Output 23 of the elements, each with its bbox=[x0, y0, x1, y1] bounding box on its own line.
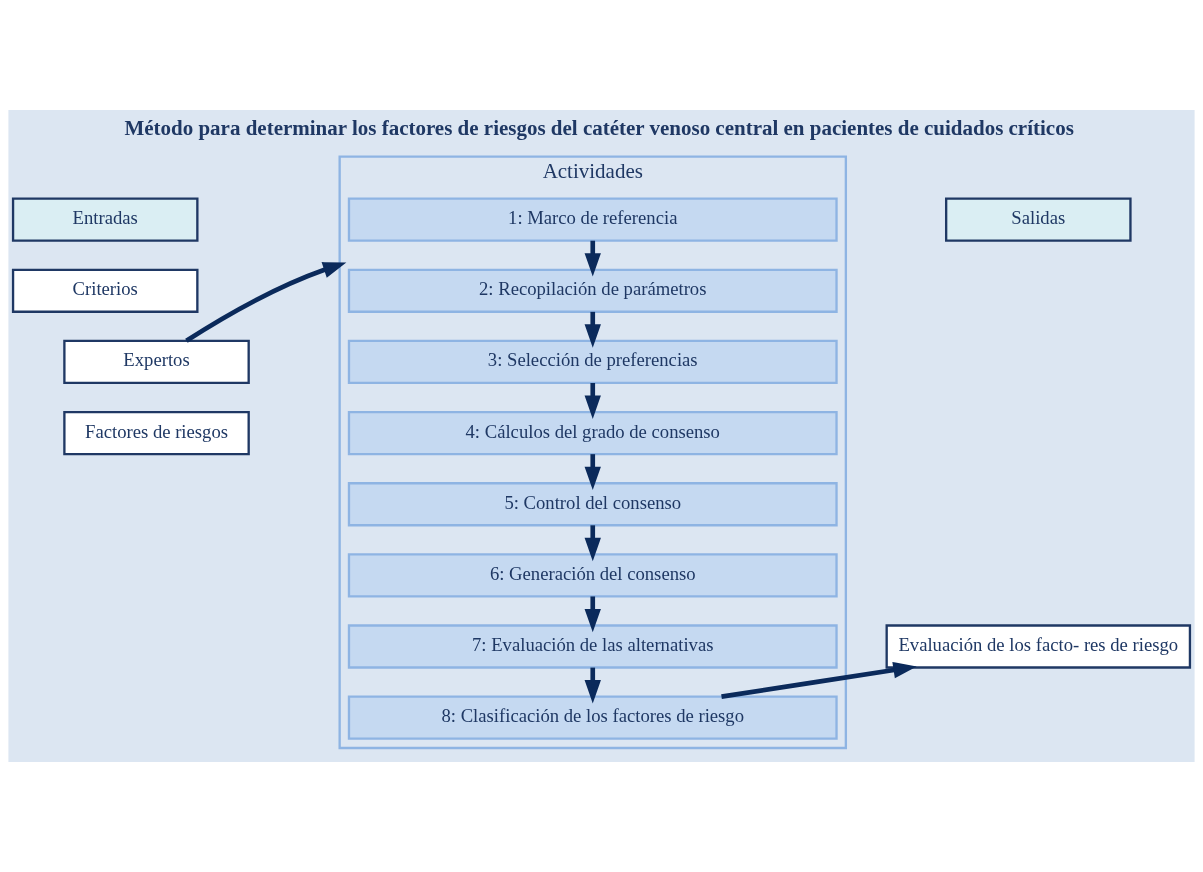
arrow bbox=[584, 667, 601, 704]
node-box: 6: Generación del consenso bbox=[347, 553, 838, 598]
node-box: 2: Recopilación de parámetros bbox=[347, 268, 838, 313]
diagram-title: Método para determinar los factores de riesgos del catéter venoso central en pacientes de cuidados críticos bbox=[124, 115, 1074, 140]
arrow bbox=[584, 596, 601, 633]
arrow bbox=[584, 311, 601, 348]
node-box: Criterios bbox=[11, 268, 199, 313]
node-box: 4: Cálculos del grado de consenso bbox=[347, 410, 838, 456]
node-box: 5: Control del consenso bbox=[347, 482, 838, 527]
node-box: Factores de riesgos bbox=[63, 410, 250, 456]
node-box: 3: Selección de preferencias bbox=[347, 339, 838, 385]
node-box: Expertos bbox=[63, 339, 250, 385]
arrow bbox=[721, 661, 917, 699]
arrow bbox=[584, 454, 601, 491]
node-box: Evaluación de los facto- res de riesgo bbox=[885, 624, 1192, 669]
arrow bbox=[584, 383, 601, 419]
node-box: 1: Marco de referencia bbox=[347, 197, 838, 242]
node-box: Entradas bbox=[11, 197, 199, 242]
arrow bbox=[584, 240, 601, 277]
arrow bbox=[584, 525, 601, 562]
node-box: Salidas bbox=[945, 197, 1132, 242]
node-box: 8: Clasificación de los factores de riesgo bbox=[347, 695, 838, 740]
node-box: 7: Evaluación de las alternativas bbox=[347, 624, 838, 669]
